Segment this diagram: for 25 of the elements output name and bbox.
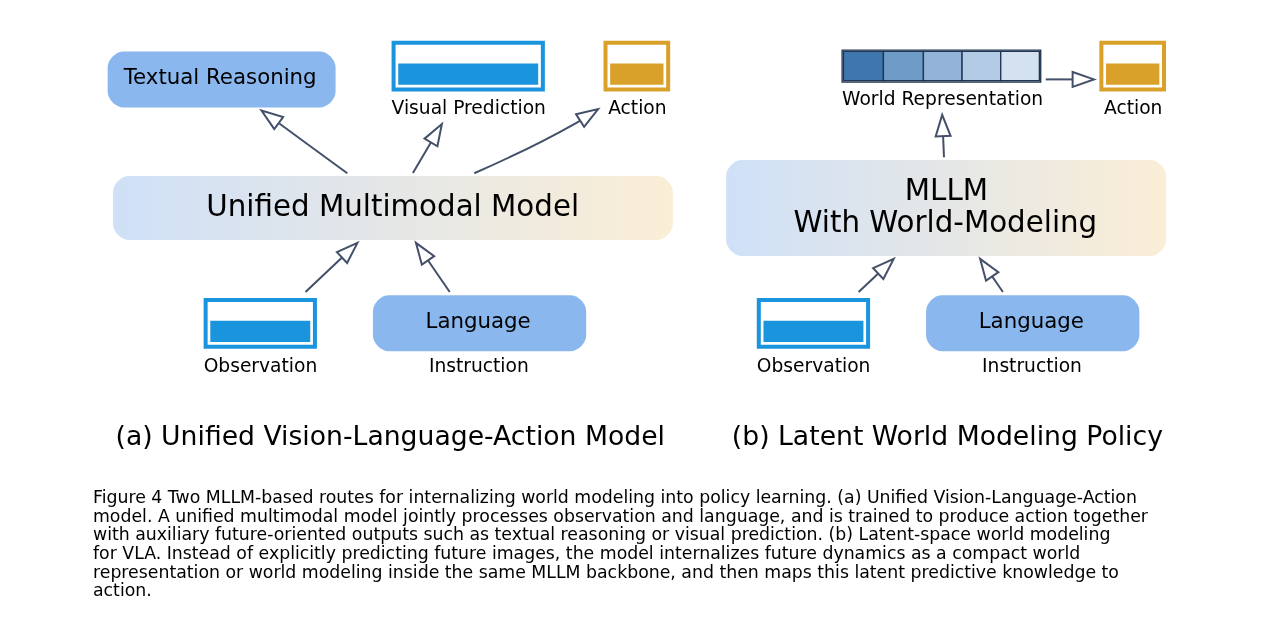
caption: Figure 4 Two MLLM-based routes for internalizing world modeling into policy learning. (a) Unified Vision-Language-Action model. A unified multimodal model jointly processes observation and language, and is trained to produce action together with auxiliary future-oriented outputs such as textual reasoning or visual prediction. (b) Latent-space world modeling for VLA. Instead of explicitly predicting future images, the model internalizes future dynamics as a compact world representation or world modeling inside the same MLLM backbone, and then maps this latent predictive knowledge to action. (93, 487, 1148, 601)
node-box: MLLM With World-Modeling (726, 160, 1166, 256)
node-label: Instruction (982, 354, 1082, 376)
arrow (934, 111, 952, 159)
label: (b) Latent World Modeling Policy (731, 420, 1163, 452)
arrow (259, 108, 349, 175)
node-box: Textual Reasoning (107, 51, 336, 108)
node-label: Observation (203, 354, 318, 376)
node-box: Language (926, 295, 1140, 352)
node-box: Unified Multimodal Model (113, 176, 673, 240)
arrow (304, 240, 360, 293)
arrow (978, 256, 1004, 293)
arrow (1044, 70, 1097, 89)
arrow (414, 240, 451, 293)
node-label: Observation (756, 354, 871, 376)
arrow (857, 256, 896, 293)
label: (a) Unified Vision-Language-Action Model (115, 420, 665, 452)
node-label: Action (1104, 97, 1163, 119)
node-label: Instruction (428, 354, 529, 376)
arrow (473, 107, 601, 175)
node-label: Visual Prediction (391, 97, 546, 119)
node-label: World Representation (842, 87, 1044, 109)
node-label: Action (608, 97, 667, 119)
node-box: Language (372, 295, 587, 352)
arrow (411, 121, 444, 174)
